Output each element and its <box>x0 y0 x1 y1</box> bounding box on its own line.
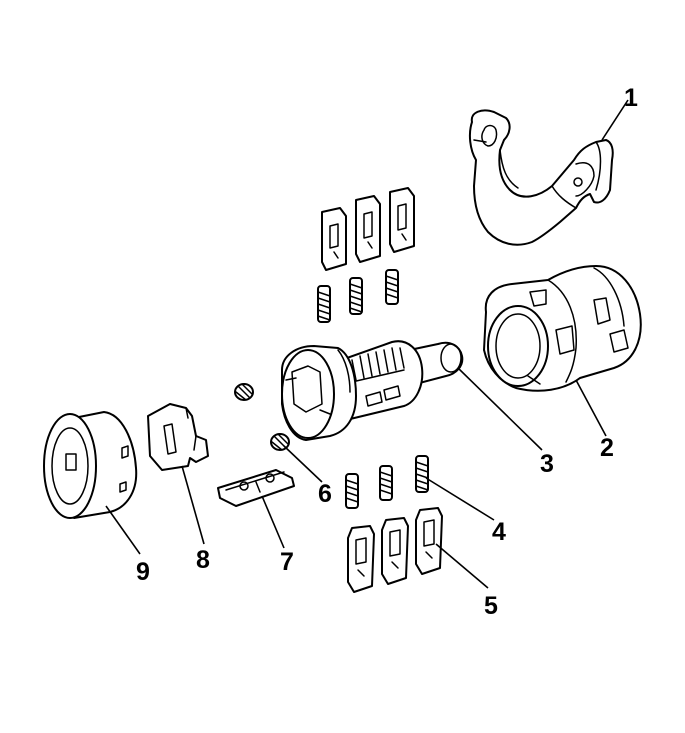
callouts: 1 2 3 4 5 6 7 8 9 <box>136 84 638 620</box>
wafers-upper <box>321 187 415 271</box>
part-5-wafers-lower <box>347 507 443 593</box>
wafer <box>321 207 347 271</box>
callout-4: 4 <box>492 518 506 546</box>
callout-6: 6 <box>318 480 332 508</box>
spring <box>234 383 254 401</box>
leader-2 <box>575 379 607 437</box>
leader-7 <box>261 495 285 549</box>
leader-3 <box>457 367 543 451</box>
spring <box>317 285 331 323</box>
wafer <box>381 517 409 585</box>
callout-2: 2 <box>600 434 614 462</box>
part-4-springs-lower <box>345 455 429 509</box>
leader-1 <box>601 99 629 141</box>
wafer <box>355 195 381 263</box>
part-2-housing <box>483 265 642 392</box>
leader-5 <box>435 543 489 589</box>
spring <box>349 277 363 315</box>
wafer <box>347 525 375 593</box>
spring <box>415 455 429 493</box>
callout-7: 7 <box>280 548 294 576</box>
leader-6 <box>283 445 323 483</box>
leader-9 <box>105 505 141 555</box>
part-3-lock-cylinder <box>281 340 464 441</box>
wafer <box>415 507 443 575</box>
wafer <box>389 187 415 253</box>
part-8-clip <box>147 403 209 471</box>
barrel-ridges <box>351 347 405 383</box>
leader-8 <box>181 465 205 545</box>
part-1-lever-arm <box>468 109 614 246</box>
spring <box>379 465 393 501</box>
spring <box>385 269 399 305</box>
callout-1: 1 <box>624 84 638 112</box>
leader-4 <box>425 477 495 521</box>
callout-9: 9 <box>136 558 150 586</box>
leader-lines <box>105 99 629 589</box>
callout-5: 5 <box>484 592 498 620</box>
spring <box>345 473 359 509</box>
callout-3: 3 <box>540 450 554 478</box>
part-6-small-springs <box>234 383 290 451</box>
part-9-cap <box>43 411 138 519</box>
callout-8: 8 <box>196 546 210 574</box>
springs-upper <box>317 269 399 323</box>
part-7-retainer <box>217 469 295 507</box>
